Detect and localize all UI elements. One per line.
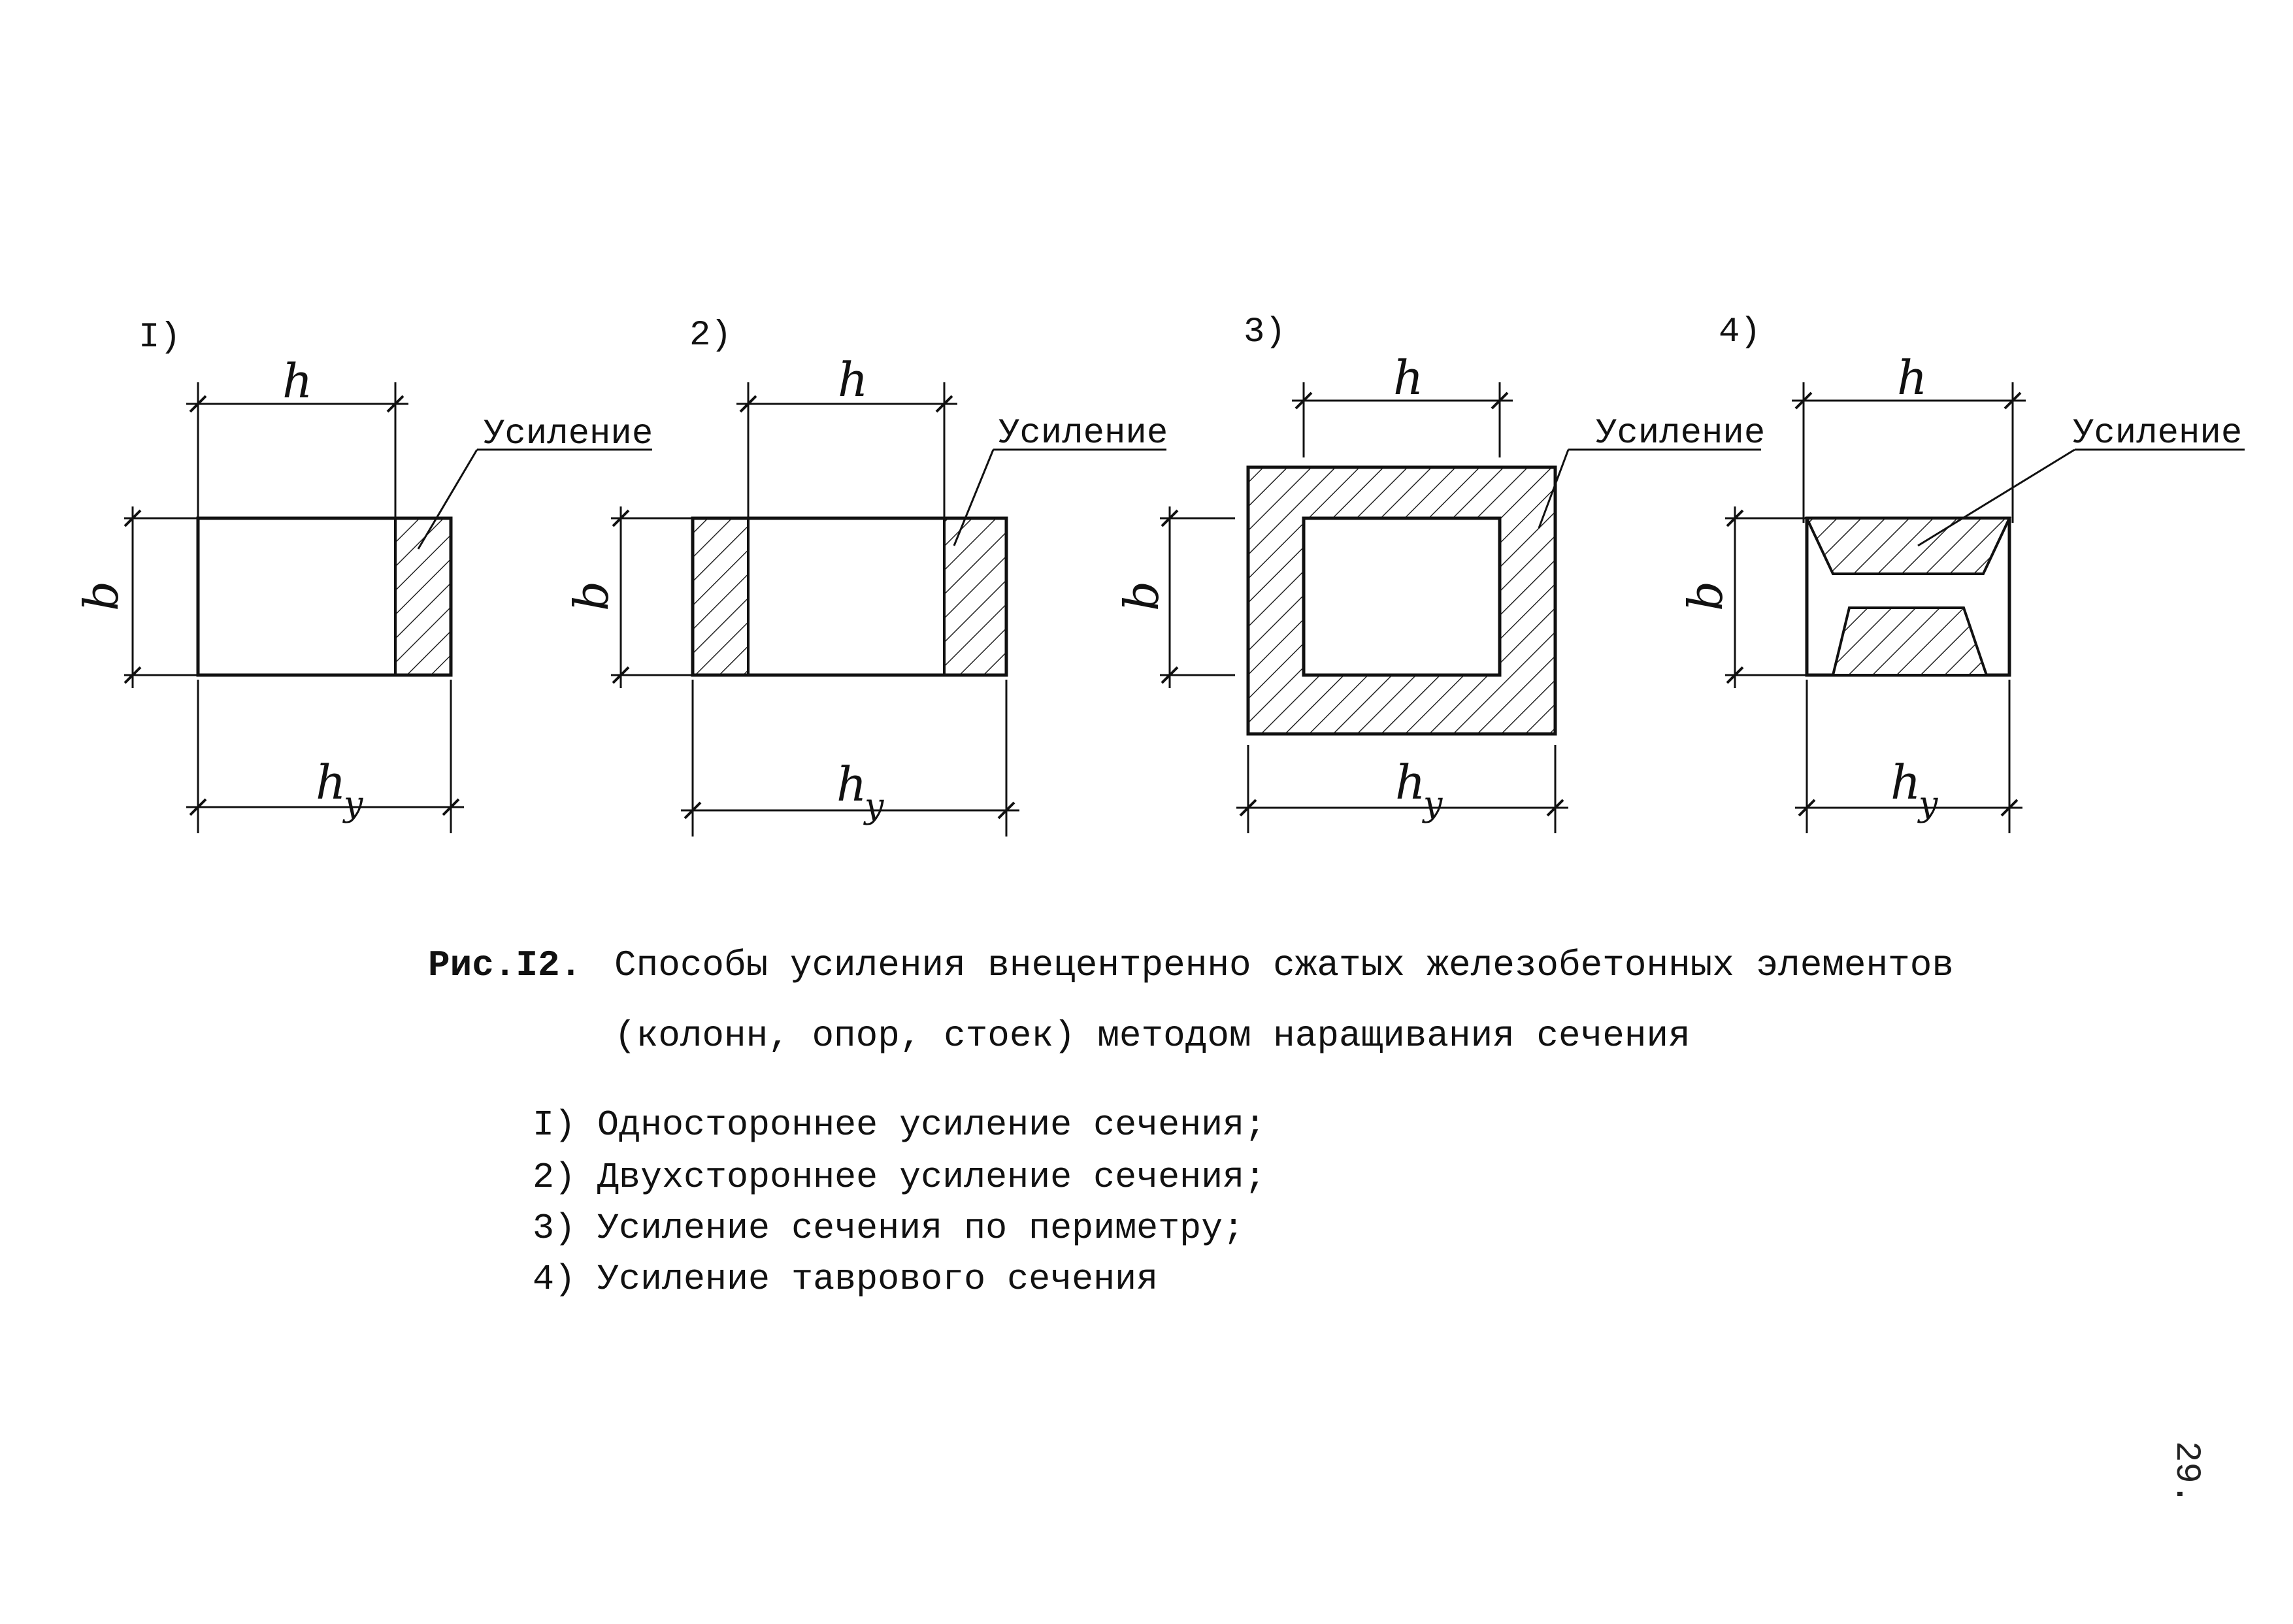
figure-2-dim-hy-sub: y [863, 787, 884, 826]
figure-1-callout: Усиление [484, 414, 653, 454]
figure-3-number: 3) [1244, 312, 1286, 352]
figure-2-callout: Усиление [998, 414, 1168, 454]
figure-1-section [196, 516, 453, 677]
figure-1-dim-hy-sub: y [342, 785, 363, 824]
figure-4-dim-hy-sub: y [1917, 785, 1938, 824]
figure-1-dim-b: b [74, 581, 129, 611]
figure-2-dim-b: b [564, 581, 619, 611]
caption-line-2: (колонн, опор, стоек) методом наращивани… [614, 1015, 1691, 1057]
figure-2-reinforcement-right [943, 517, 1008, 676]
figure-3-reinforcement [1246, 465, 1557, 736]
figure-4-dim-h: h [1897, 350, 1927, 405]
legend-item-4: 4) Усиление таврового сечения [533, 1259, 1159, 1300]
figure-4-number: 4) [1719, 312, 1761, 352]
figure-2-section [691, 516, 1008, 677]
caption-line-1: Способы усиления внецентренно сжатых жел… [614, 944, 1954, 986]
figure-3-dim-hy-sub: y [1422, 785, 1443, 824]
figure-4: 4) h Усиление b h y [1678, 312, 2245, 833]
legend-item-3: 3) Усиление сечения по периметру; [533, 1208, 1245, 1249]
figure-1: I) h Усиление b h y [74, 318, 653, 833]
figure-2-reinforcement-left [691, 517, 750, 676]
caption-label: Рис.I2. [428, 944, 582, 986]
figure-2-number: 2) [689, 316, 732, 356]
figure-4-reinforcement-bottom [1831, 606, 1988, 676]
figure-1-number: I) [139, 318, 181, 357]
figure-3: 3) h Усиление b h y [1114, 312, 1765, 833]
figure-2-dim-hy: h [836, 757, 866, 812]
figure-4-dim-hy: h [1890, 755, 1921, 810]
figure-3-dim-h: h [1393, 350, 1423, 405]
figure-3-dim-hy: h [1395, 755, 1425, 810]
figure-4-callout: Усиление [2073, 414, 2242, 454]
figure-3-callout: Усиление [1596, 414, 1765, 454]
figure-2: 2) h Усиление b h y [564, 316, 1168, 837]
page-number: 29. [2166, 1441, 2206, 1505]
figure-1-dim-h: h [282, 354, 312, 408]
legend-item-1: I) Одностороннее усиление сечения; [533, 1104, 1266, 1146]
legend-item-2: 2) Двухстороннее усиление сечения; [533, 1157, 1266, 1198]
figure-4-reinforcement-top [1804, 517, 2012, 575]
figure-3-dim-b: b [1114, 581, 1169, 611]
figure-1-dim-hy: h [316, 755, 346, 810]
figure-2-dim-h: h [838, 352, 868, 407]
figure-4-dim-b: b [1678, 581, 1733, 611]
